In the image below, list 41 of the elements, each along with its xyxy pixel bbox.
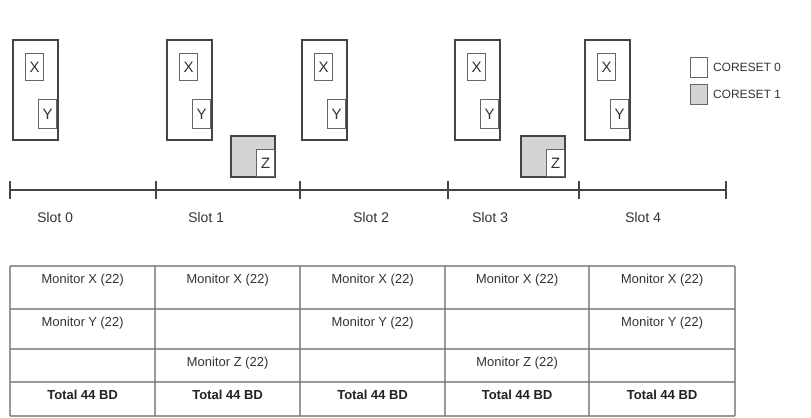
coreset-1-box (230, 135, 276, 178)
region-box: X (25, 53, 44, 81)
monitor-text: Monitor Z (22) (186, 354, 270, 369)
monitor-text: Monitor Y (22) (330, 314, 414, 329)
coreset-0-box (454, 39, 501, 141)
region-box: Y (610, 99, 629, 129)
slot-label: Slot 3 (471, 209, 509, 225)
coreset-0-box (12, 39, 59, 141)
slot-label: Slot 2 (352, 209, 390, 225)
legend-text: CORESET 0 (713, 60, 781, 74)
region-box: Y (192, 99, 211, 129)
region-box: X (179, 53, 198, 81)
slot-label: Slot 4 (624, 209, 662, 225)
region-box: Z (546, 149, 565, 177)
total-text: Total 44 BD (480, 387, 554, 402)
coreset-0-box (301, 39, 348, 141)
region-box: X (597, 53, 616, 81)
monitor-text: Monitor X (22) (185, 271, 270, 286)
monitor-text: Monitor Z (22) (475, 354, 559, 369)
monitor-text: Monitor X (22) (40, 271, 125, 286)
region-box: Y (480, 99, 499, 129)
total-text: Total 44 BD (46, 387, 119, 402)
monitor-text: Monitor Y (22) (40, 314, 124, 329)
region-box: Y (327, 99, 346, 129)
monitor-text: Monitor X (22) (620, 271, 704, 286)
region-box: Z (256, 149, 275, 177)
region-box: Y (38, 99, 57, 129)
coreset-0-box (584, 39, 631, 141)
slot-label: Slot 0 (36, 209, 74, 225)
region-box: X (467, 53, 486, 81)
monitor-text: Monitor X (22) (330, 271, 415, 286)
coreset-1-box (520, 135, 566, 178)
legend-text: CORESET 1 (713, 87, 781, 101)
monitor-text: Monitor Y (22) (620, 314, 704, 329)
monitor-text: Monitor X (22) (474, 271, 560, 286)
coreset-0-box (166, 39, 213, 141)
region-box: X (314, 53, 333, 81)
slot-label: Slot 1 (187, 209, 225, 225)
total-text: Total 44 BD (336, 387, 409, 402)
total-text: Total 44 BD (626, 387, 698, 402)
total-text: Total 44 BD (191, 387, 264, 402)
